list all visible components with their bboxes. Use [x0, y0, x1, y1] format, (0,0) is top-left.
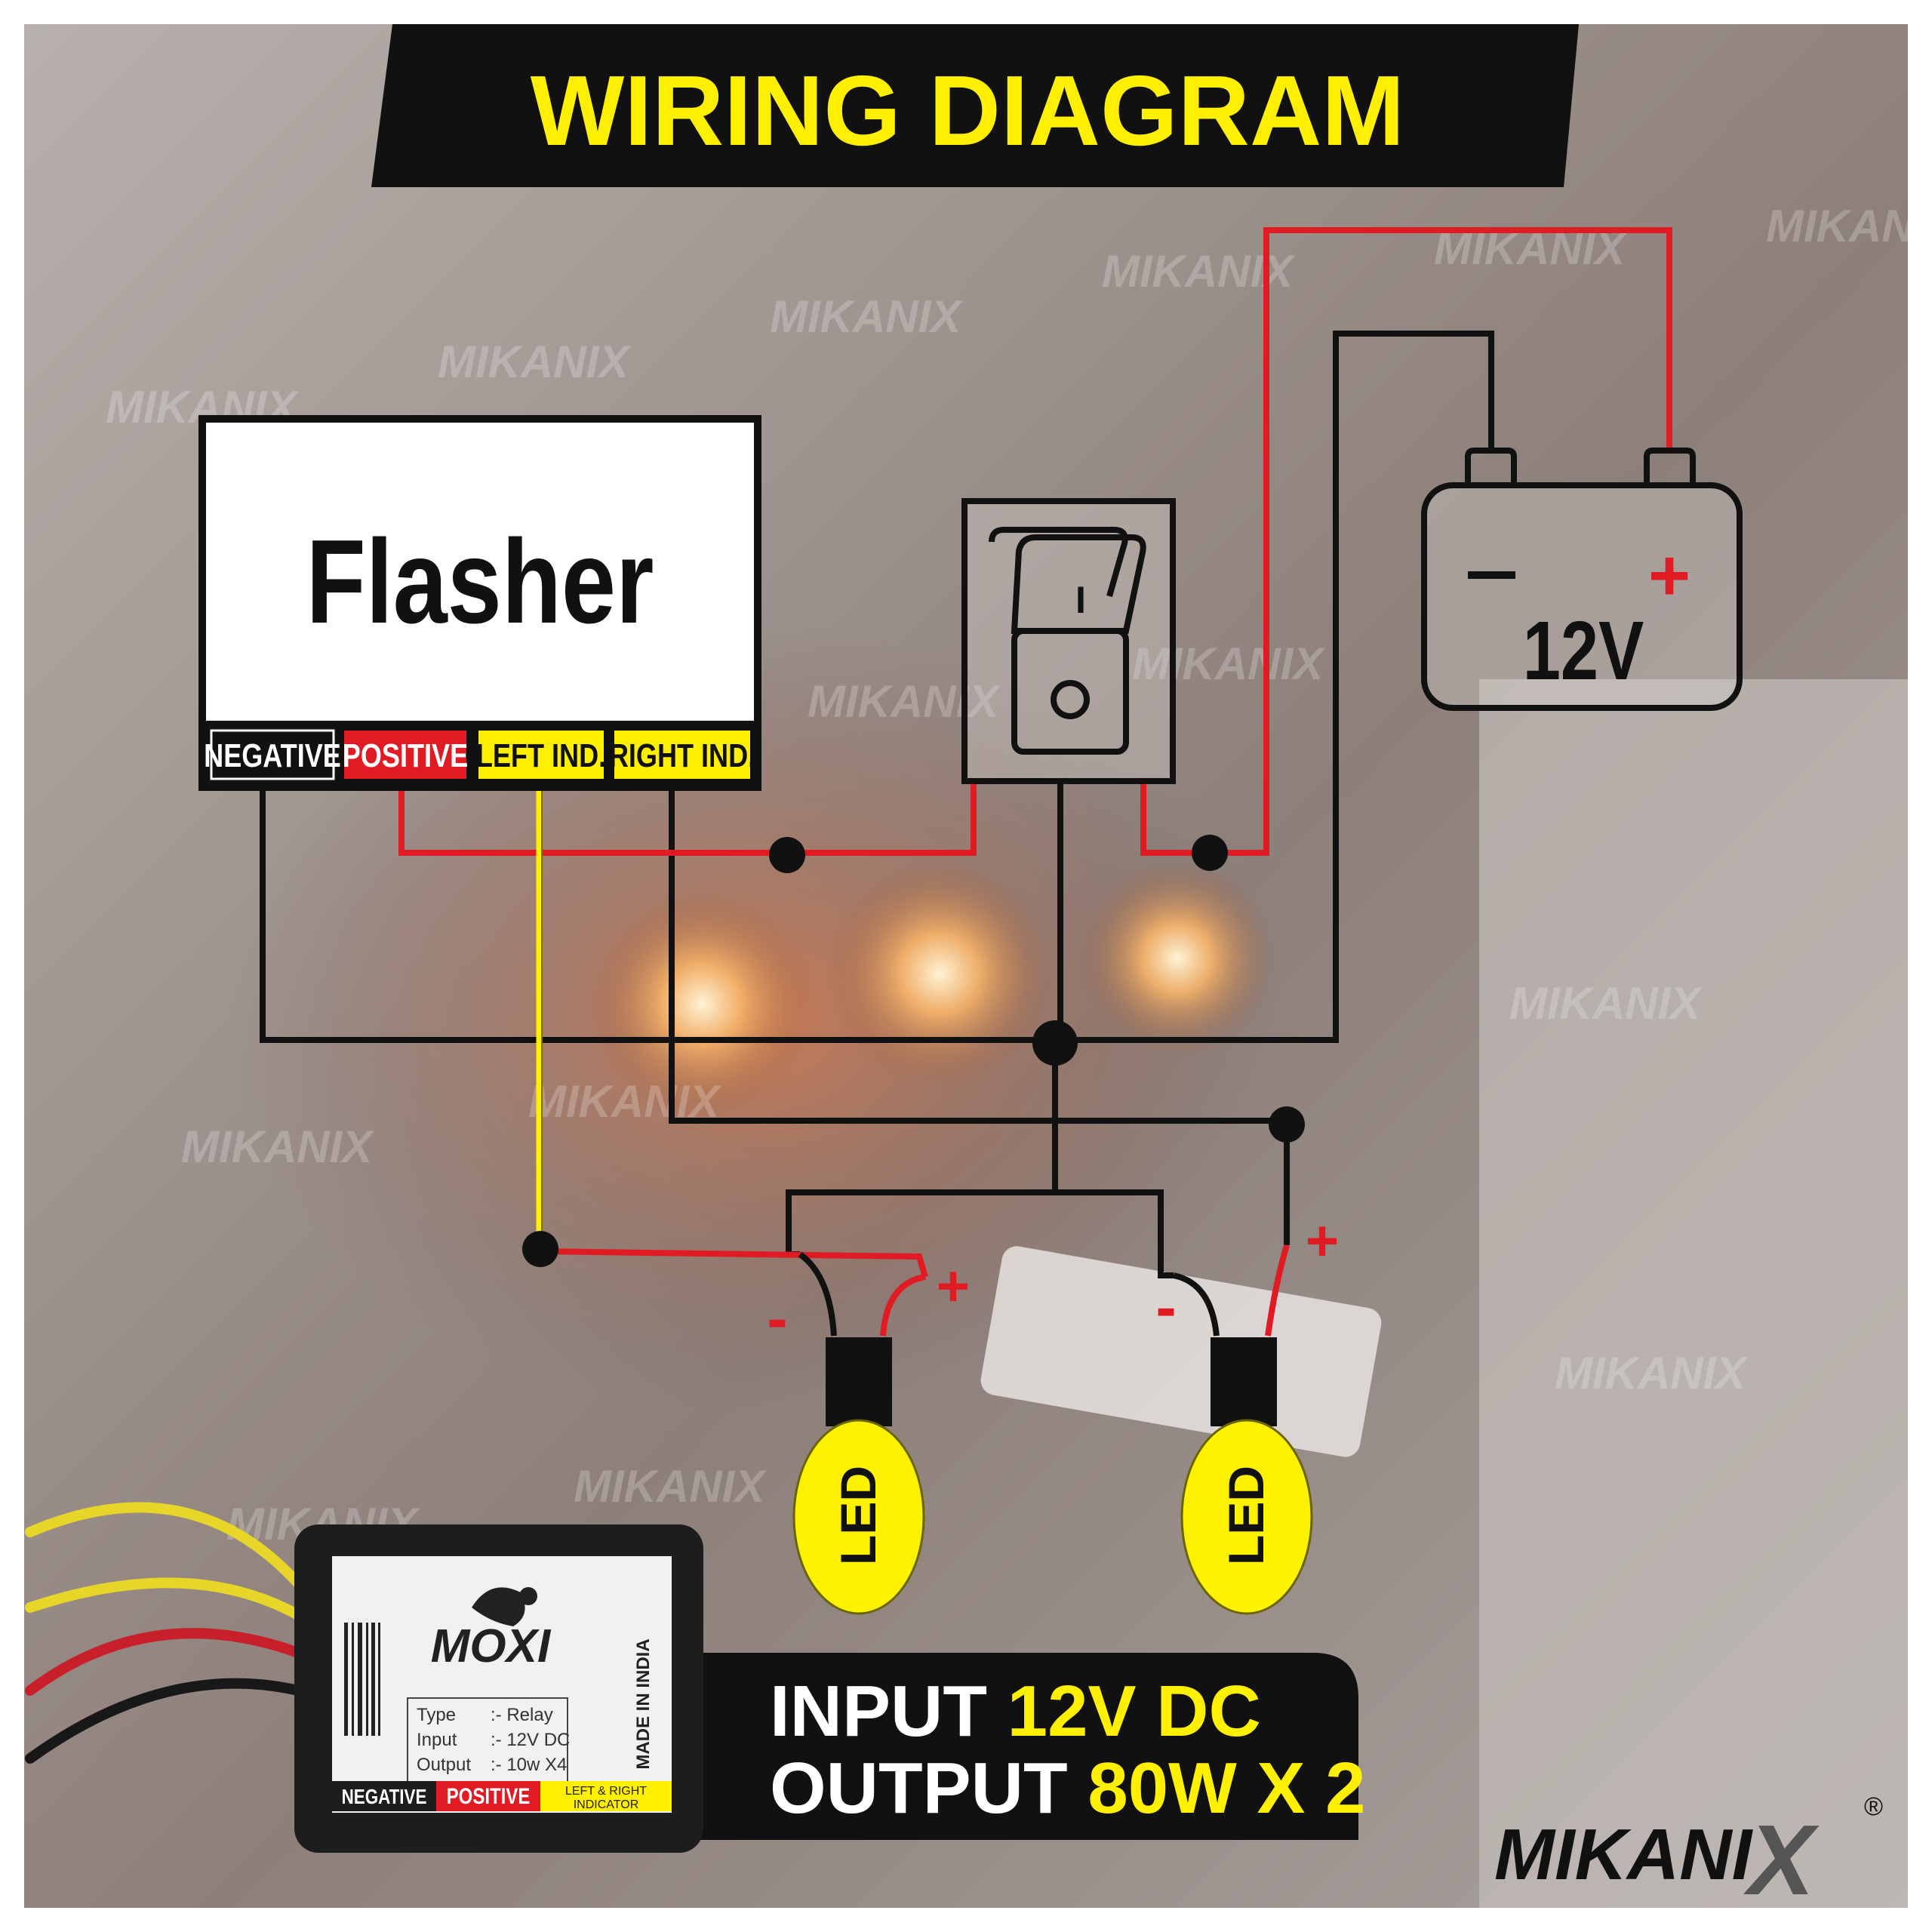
- terminal-positive: POSITIVE: [343, 737, 468, 774]
- product-flasher-box: MOXI MADE IN INDIA Type :- Relay Input :…: [294, 1524, 703, 1853]
- junction-dot: [1032, 1020, 1078, 1066]
- title-banner: [371, 24, 1579, 187]
- watermark: MIKANIX: [1132, 638, 1326, 689]
- watermark: MIKANIX: [181, 1121, 375, 1172]
- spec-input-value: 12V DC: [1008, 1671, 1261, 1752]
- junctions: [522, 835, 1305, 1267]
- battery-icon: [1421, 448, 1743, 711]
- led-left-label: LED: [830, 1466, 886, 1565]
- watermark: MIKANIX: [1555, 1348, 1749, 1398]
- switch-on-mark: I: [1075, 579, 1086, 621]
- led-left-plus: +: [937, 1254, 970, 1318]
- wire-left-led-positive: [538, 1248, 928, 1278]
- logo-registered: ®: [1864, 1792, 1883, 1821]
- spec-input-label: INPUT: [770, 1671, 1008, 1752]
- product-strip-indicator-1: LEFT & RIGHT: [565, 1785, 647, 1798]
- background-light-3: [1079, 860, 1275, 1057]
- junction-dot: [522, 1231, 558, 1267]
- product-wire-yellow-2: [25, 1577, 303, 1620]
- background-plate: [980, 1246, 1382, 1457]
- terminal-negative: NEGATIVE: [204, 737, 341, 774]
- rocker-switch-icon: [961, 498, 1176, 784]
- spec-output-label: OUTPUT: [770, 1748, 1088, 1829]
- junction-dot: [1192, 835, 1228, 871]
- background-right-wall: [1479, 679, 1908, 1908]
- product-strip-negative: NEGATIVE: [342, 1786, 427, 1809]
- terminal-left-bg: [478, 731, 604, 779]
- led-right-neg-lead: [1173, 1272, 1220, 1337]
- led-right-label: LED: [1218, 1466, 1274, 1565]
- spec-row-value: :- Relay: [491, 1705, 553, 1725]
- spec-row-key: Type: [417, 1705, 456, 1725]
- brand-logo: MIKANI X ®: [1494, 1792, 1883, 1915]
- terminal-left: LEFT IND.: [476, 737, 606, 774]
- product-brand: MOXI: [431, 1620, 552, 1672]
- spec-line-output: OUTPUT 80W X 2: [770, 1748, 1365, 1829]
- background-light-1: [589, 891, 815, 1117]
- wires: [260, 227, 1672, 1278]
- background-light-2: [826, 860, 1053, 1087]
- spec-output-value: 80W X 2: [1088, 1748, 1365, 1829]
- logo-text: MIKANI: [1494, 1814, 1754, 1895]
- logo-mark: X: [1743, 1804, 1820, 1915]
- spec-row-key: Output: [417, 1755, 471, 1775]
- product-wires: [25, 1502, 303, 1764]
- battery-voltage: 12V: [1523, 605, 1644, 697]
- watermark: MIKANIX: [770, 291, 964, 342]
- led-right-minus: -: [1155, 1273, 1176, 1342]
- watermark: MIKANIX: [808, 676, 1001, 727]
- junction-dot: [769, 837, 805, 873]
- terminal-right-bg: [614, 731, 750, 779]
- led-left: LED - +: [767, 1251, 970, 1615]
- spec-line-input: INPUT 12V DC: [770, 1671, 1261, 1752]
- wire-negative-flasher: [260, 331, 1494, 1043]
- flasher-label: Flasher: [306, 515, 654, 648]
- product-wire-yellow-1: [25, 1502, 303, 1589]
- watermark: MIKANIX: [438, 337, 632, 387]
- battery-plus: +: [1648, 535, 1690, 616]
- wire-switch-battery: [1140, 227, 1672, 856]
- led-right-pos-lead: [1265, 1244, 1290, 1337]
- spec-row-value: :- 10w X4: [491, 1755, 567, 1775]
- led-left-minus: -: [767, 1284, 787, 1353]
- watermarks: MIKANIX MIKANIX MIKANIX MIKANIX MIKANIX …: [106, 201, 1932, 1549]
- product-wire-red: [25, 1628, 303, 1696]
- product-wire-black: [25, 1678, 303, 1764]
- rider-logo-icon: [472, 1587, 537, 1626]
- spec-row-key: Input: [417, 1730, 457, 1750]
- led-left-neg-lead: [798, 1251, 837, 1337]
- led-right: LED - +: [1155, 1209, 1339, 1615]
- barcode-icon: [344, 1623, 380, 1736]
- watermark: MIKANIX: [1509, 978, 1703, 1029]
- watermark: MIKANIX: [1766, 201, 1932, 251]
- junction-dot: [1269, 1106, 1305, 1143]
- wire-right-indicator: [669, 785, 1290, 1245]
- led-right-plus: +: [1306, 1209, 1339, 1273]
- flasher-box: Flasher NEGATIVE POSITIVE LEFT IND. RIGH…: [198, 415, 761, 791]
- page-title: WIRING DIAGRAM: [531, 55, 1405, 166]
- wire-led-right-negative: [1055, 1189, 1174, 1278]
- product-strip-positive: POSITIVE: [447, 1783, 531, 1808]
- spec-row-value: :- 12V DC: [491, 1730, 570, 1750]
- wire-flasher-positive: [398, 780, 977, 856]
- led-left-pos-lead: [880, 1274, 926, 1337]
- terminal-positive-bg: [344, 731, 466, 779]
- terminal-right: RIGHT IND.: [609, 737, 755, 774]
- terminal-negative-bg: [210, 729, 335, 780]
- product-made-in: MADE IN INDIA: [633, 1638, 654, 1769]
- product-strip-indicator-2: INDICATOR: [574, 1798, 639, 1811]
- spec-banner: [664, 1653, 1358, 1840]
- watermark: MIKANIX: [574, 1461, 768, 1512]
